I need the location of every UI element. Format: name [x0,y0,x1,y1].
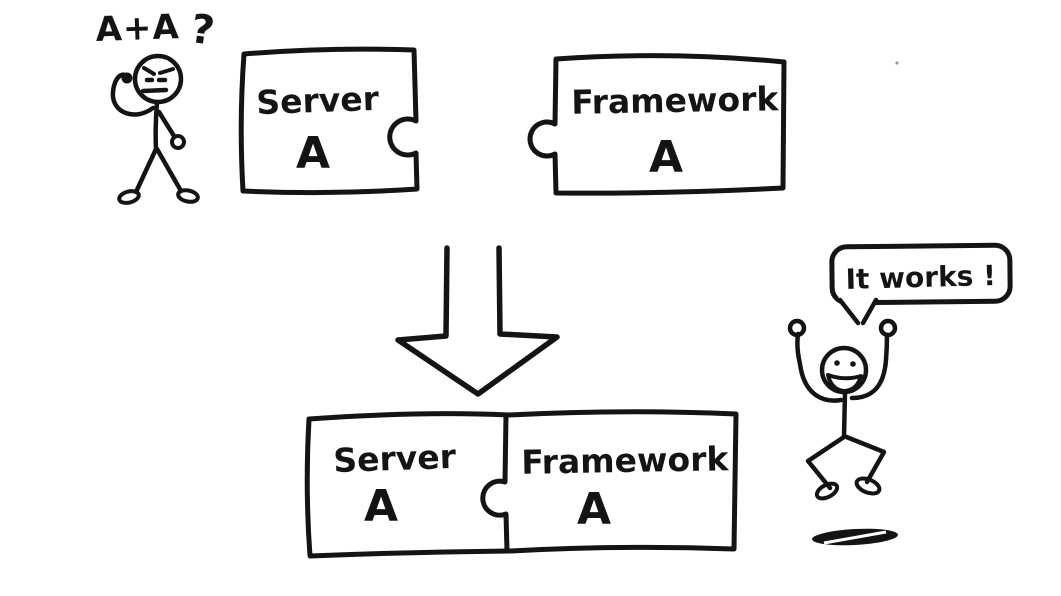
merged-server-label: A [364,481,398,532]
framework-piece-title: Framework [571,79,780,122]
happy-right-arm [849,332,890,401]
framework-piece-outline [527,53,787,196]
puzzle-seam [480,412,510,554]
happy-figure: It works ! [787,242,1013,546]
happy-left-foot [814,481,840,501]
confused-left-eyebrow-icon [142,66,156,76]
ink-speck [895,61,899,65]
merged-server-title: Server [333,437,458,480]
happy-right-eye-icon [850,361,856,367]
confused-right-foot [176,188,200,204]
confused-mouth-icon [140,87,169,94]
framework-piece-label: A [649,132,683,183]
confused-right-arm [156,109,177,139]
speech-bubble-tail-fill [838,297,877,323]
merged-puzzle: Server A Framework A [304,409,739,559]
puzzle-piece-server-top: Server A [238,46,420,196]
confused-right-eyebrow-icon [158,67,175,75]
speech-bubble [829,242,1013,306]
equation-label: A+A [95,7,180,50]
confused-left-leg [133,146,159,195]
speech-bubble-tail-left [837,297,861,326]
happy-left-fist [787,318,807,338]
scratching-arm [110,72,156,117]
happy-right-fist [878,318,898,338]
merged-framework-label: A [577,484,611,535]
confused-body [153,99,160,152]
server-piece-outline [238,46,420,196]
merged-framework-title: Framework [521,439,730,482]
confused-fist [170,134,186,150]
happy-left-eye-icon [834,360,840,366]
confused-right-leg [154,146,184,194]
server-piece-title: Server [256,79,381,122]
happy-body [841,389,848,440]
happy-left-leg [805,434,847,491]
happy-left-arm [795,331,844,403]
question-mark: ? [188,6,217,55]
ground-shadow-scribble-gap [823,530,887,545]
speech-bubble-text: It works ! [845,259,996,296]
puzzle-piece-framework-top: Framework A [527,53,787,196]
down-arrow-icon [395,245,560,397]
confused-figure: A+A ? [95,6,217,205]
server-piece-label: A [296,128,330,179]
confused-left-foot [117,189,141,205]
merged-puzzle-outline [304,409,739,559]
happy-smile-icon [826,373,863,393]
speech-bubble-tail-right [860,297,879,326]
happy-right-foot [854,476,882,496]
happy-right-leg [841,433,887,485]
happy-head [819,345,869,395]
scratching-hand [121,72,133,84]
